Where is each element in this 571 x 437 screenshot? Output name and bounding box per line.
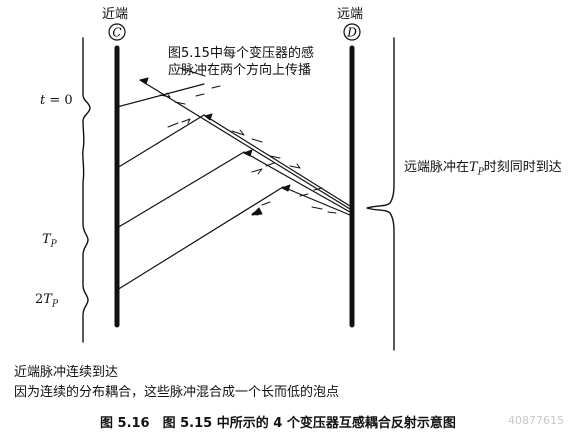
time-label-t0: t = 0 (40, 93, 73, 108)
watermark: 40877615 (508, 414, 564, 427)
propagation-arrows (159, 85, 337, 216)
far-end-annotation-prefix: 远端脉冲在 (404, 160, 470, 175)
far-end-annotation-suffix: 时刻同时到达 (483, 160, 562, 175)
far-end-annotation-var: T (469, 160, 478, 175)
forward-pulses (139, 79, 351, 216)
time-label-2tp-prefix: 2 (35, 292, 44, 307)
time-label-tp-var: T (42, 232, 51, 247)
top-annotation-leader (179, 67, 206, 77)
time-label-t0-rest: = 0 (45, 93, 73, 108)
near-end-symbol: C (112, 26, 121, 40)
arrowheads (139, 77, 291, 216)
far-end-title: 远端 (337, 7, 364, 22)
top-annotation-line2: 应脉冲在两个方向上传播 (168, 63, 312, 78)
near-end-marker: C (108, 23, 126, 41)
time-label-tp: TP (42, 232, 57, 250)
near-end-title: 近端 (102, 7, 129, 22)
time-label-2tp-var: T (43, 292, 52, 307)
backward-pulses (116, 83, 284, 291)
far-end-annotation-sub: P (477, 167, 484, 178)
time-label-2tp-sub: P (51, 299, 59, 310)
top-annotation-line1: 图5.15中每个变压器的感 (168, 46, 314, 61)
time-label-t0-var: t (40, 93, 46, 108)
far-end-marker: D (343, 23, 361, 41)
far-end-waveform (366, 37, 395, 351)
time-label-tp-sub: P (50, 239, 57, 250)
far-end-symbol: D (346, 26, 357, 40)
far-end-annotation: 远端脉冲在TP时刻同时到达 (404, 156, 562, 178)
bottom-annotation-line2: 因为连续的分布耦合，这些脉冲混合成一个长而低的泡点 (14, 385, 340, 400)
bottom-annotation-line1: 近端脉冲连续到达 (14, 365, 119, 380)
figure-caption: 图 5.16 图 5.15 中所示的 4 个变压器互感耦合反射示意图 (100, 416, 456, 431)
near-end-waveform (82, 37, 91, 343)
time-label-2tp: 2TP (35, 292, 58, 310)
